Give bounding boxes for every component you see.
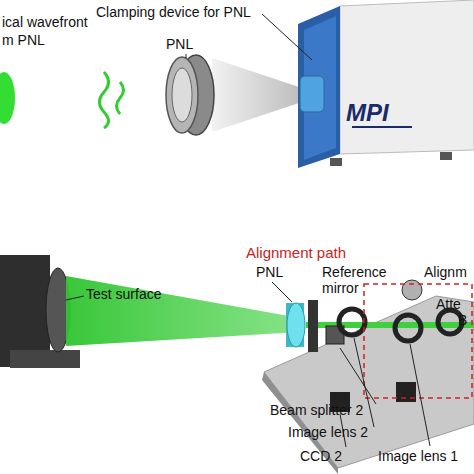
image-lens: [395, 315, 421, 341]
light-cone: [212, 58, 302, 132]
test-mount: [10, 350, 80, 368]
clamping-device: [300, 76, 324, 112]
mpi-housing: [340, 0, 474, 154]
caption-text: m PNL: [2, 32, 45, 48]
leader-line: [186, 54, 187, 58]
mpi-front-panel: [298, 6, 340, 168]
leader-line: [262, 14, 312, 60]
machine-foot: [440, 152, 452, 160]
part-label: Test surface: [86, 286, 161, 302]
machine-foot: [330, 158, 342, 166]
wave-line: [117, 82, 124, 114]
part-label: Image lens 2: [288, 424, 368, 440]
pnl-cylinder: [286, 303, 304, 347]
reference-mirror: [308, 300, 318, 352]
leader-line: [66, 296, 84, 300]
leader-line: [272, 282, 292, 302]
part-label: PNL: [256, 264, 283, 280]
part-label: Reference mirror: [322, 264, 394, 296]
part-label: Alignm: [424, 264, 467, 280]
logo-text: MPI: [346, 100, 389, 126]
part-label: B: [458, 312, 467, 328]
alignment-path-region: [364, 284, 472, 398]
pnl-lens: [166, 57, 198, 133]
part-label: Atte: [436, 296, 461, 312]
attenuator: [402, 280, 422, 300]
image-lens: [339, 309, 365, 335]
part-label: CCD 2: [300, 448, 342, 464]
caption-text: ical wavefront: [2, 14, 88, 30]
part-label: Clamping device for PNL: [96, 4, 251, 20]
leader-line: [410, 344, 430, 446]
ccd-camera: [396, 382, 416, 402]
wave-line: [100, 72, 109, 128]
region-label: Alignment path: [246, 244, 346, 261]
part-label: Beam splitter 2: [270, 402, 363, 418]
wavefront-blob: [0, 72, 15, 124]
part-label: Image lens 1: [378, 448, 458, 464]
part-label: PNL: [166, 36, 193, 52]
logo-line: [352, 126, 412, 128]
optical-bench: [264, 296, 474, 468]
pnl-cylinder: [287, 303, 305, 347]
green-beam: [66, 276, 300, 346]
pnl-lens: [172, 68, 192, 122]
